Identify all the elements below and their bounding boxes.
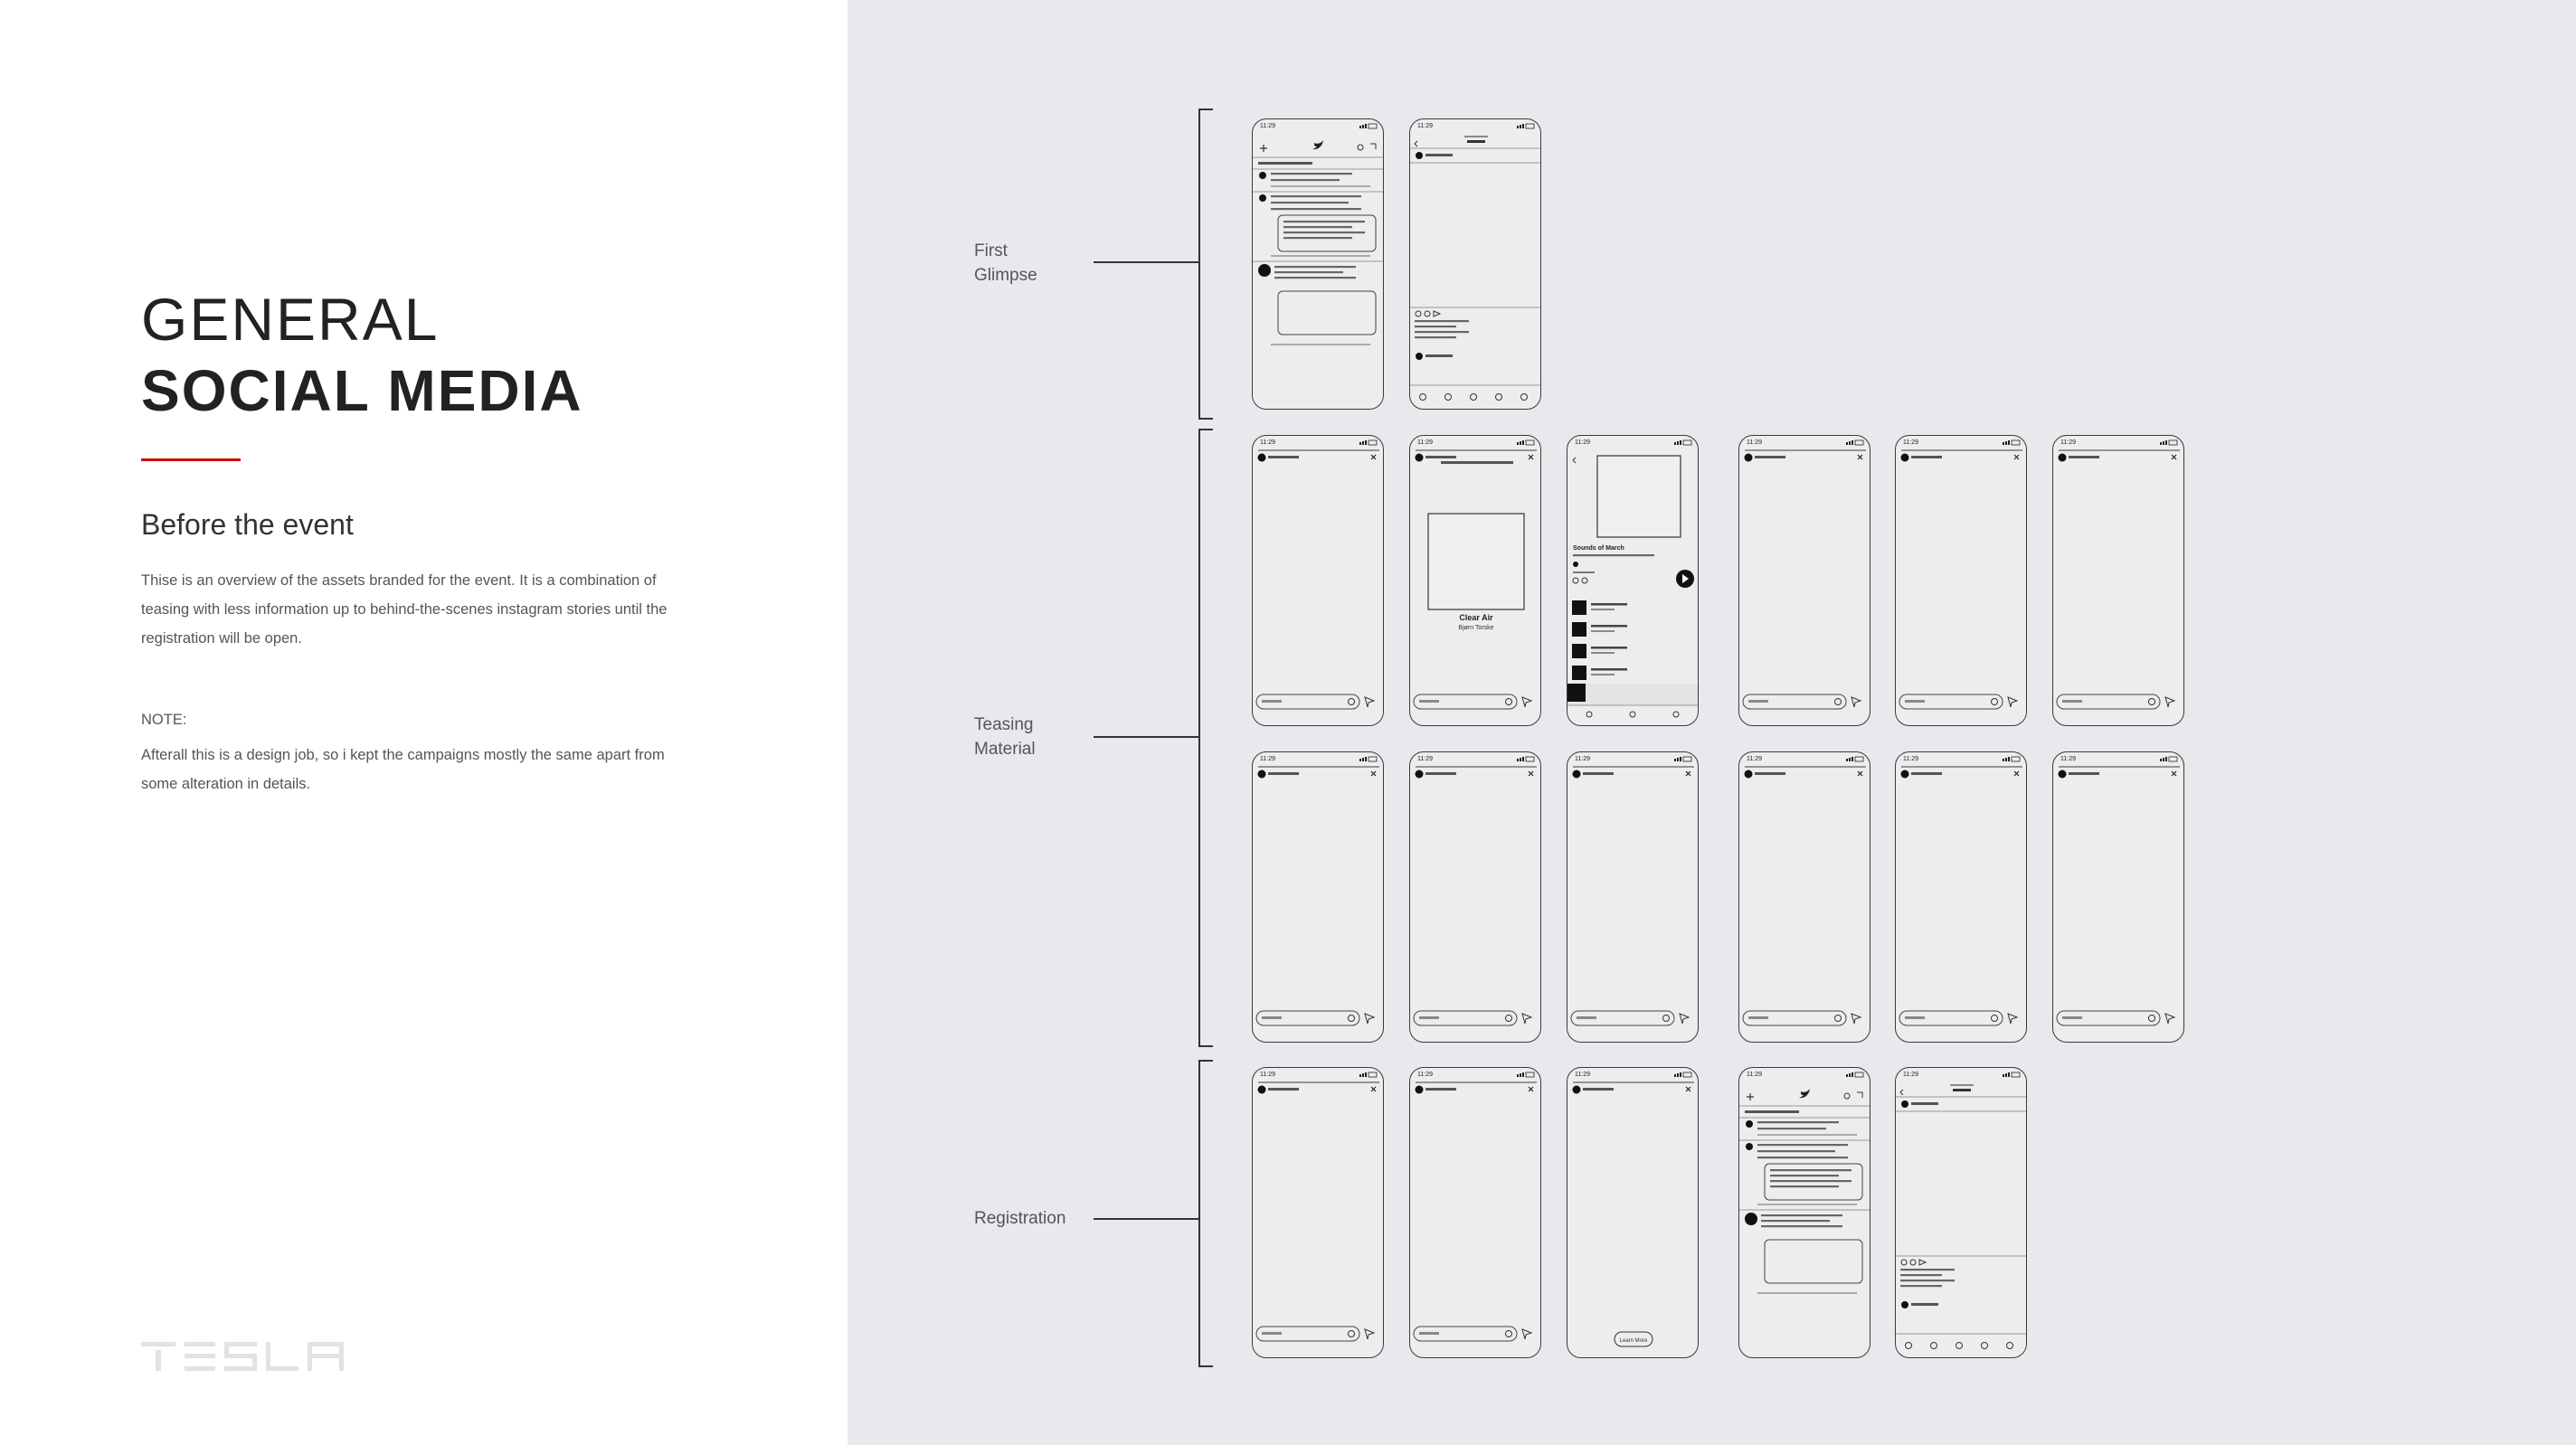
svg-text:Bjørn Torske: Bjørn Torske: [1458, 625, 1493, 631]
description-text: Thise is an overview of the assets brand…: [141, 572, 668, 647]
svg-text:Sounds of March: Sounds of March: [1573, 545, 1624, 552]
story-mockup: 11:29: [1252, 435, 1384, 726]
story-mockup: 11:29: [2052, 751, 2184, 1043]
info-panel: GENERAL SOCIAL MEDIA Before the event Th…: [0, 0, 848, 1445]
story-mockup: 11:29: [1252, 1067, 1384, 1358]
section-subtitle: Before the event: [141, 508, 354, 541]
svg-text:Clear Air: Clear Air: [1459, 613, 1493, 622]
section-label-registration: Registration: [974, 1209, 1066, 1228]
story-mockup: 11:29: [1738, 435, 1870, 726]
connector-line: [1094, 1218, 1198, 1220]
twitter-feed-mockup: 11:29: [1252, 118, 1384, 410]
svg-text:Learn More: Learn More: [1620, 1338, 1648, 1344]
connector-line: [1094, 736, 1198, 738]
accent-divider: [141, 458, 241, 461]
instagram-post-mockup: 11:29: [1409, 118, 1541, 410]
section-bracket: [1198, 109, 1213, 420]
story-mockup: 11:29: [1409, 1067, 1541, 1358]
story-mockup: 11:29: [2052, 435, 2184, 726]
story-mockup: 11:29: [1895, 435, 2027, 726]
instagram-post-mockup: 11:29: [1895, 1067, 2027, 1358]
connector-line: [1094, 261, 1198, 263]
page-title-line2: SOCIAL MEDIA: [141, 358, 583, 423]
section-bracket: [1198, 1060, 1213, 1367]
section-bracket: [1198, 429, 1213, 1047]
note-text: Afterall this is a design job, so i kept…: [141, 747, 665, 792]
tesla-logo: [141, 1342, 344, 1375]
note-label: NOTE:: [141, 712, 187, 728]
twitter-feed-mockup: 11:29: [1738, 1067, 1870, 1358]
story-mockup: 11:29: [1252, 751, 1384, 1043]
page-title-line1: GENERAL: [141, 286, 440, 353]
story-mockup: 11:29: [1409, 751, 1541, 1043]
story-mockup: 11:29: [1567, 751, 1699, 1043]
story-mockup: 11:29: [1895, 751, 2027, 1043]
story-mockup: 11:29: [1738, 751, 1870, 1043]
